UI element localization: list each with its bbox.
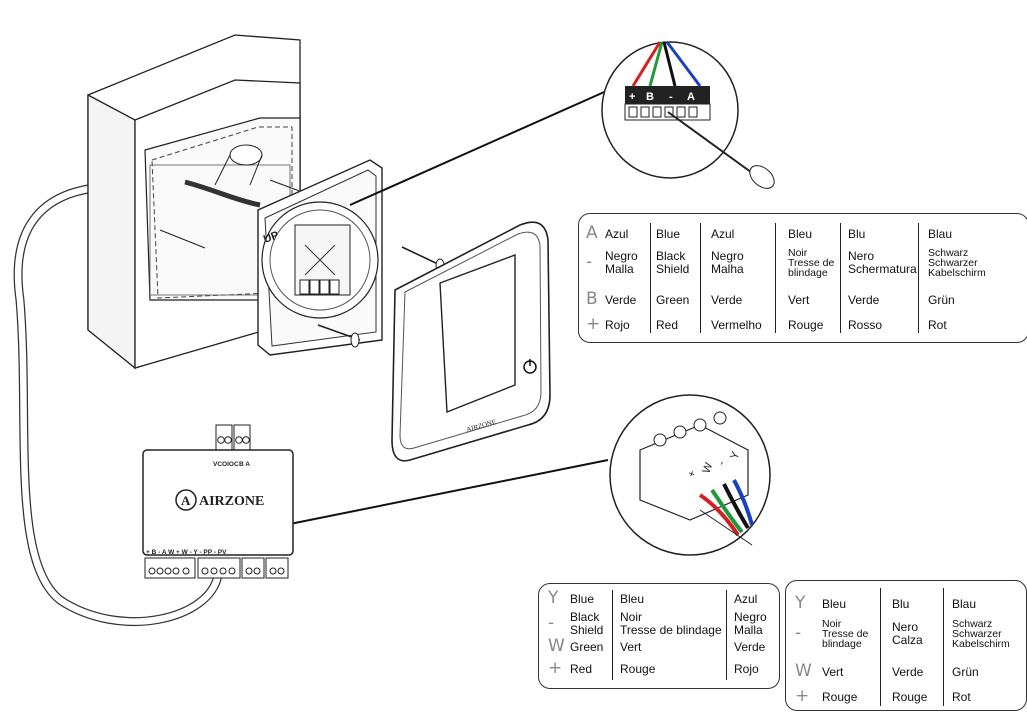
- leader-mid: [259, 459, 609, 531]
- airzone-device: VCOIOC B A A AIRZONE + B - A W + W - Y -…: [142, 424, 294, 579]
- legend-cell: Schwarz Schwarzer Kabelschirm: [928, 247, 986, 279]
- legend-cell: Nero Calza: [892, 620, 923, 647]
- svg-text:A: A: [181, 493, 191, 508]
- legend-cell: Black Shield: [570, 610, 604, 637]
- legend-separator: [918, 223, 919, 333]
- legend-cell: Blue: [570, 591, 595, 606]
- svg-text:W: W: [701, 461, 716, 475]
- legend-cell: Vert: [788, 292, 810, 307]
- zoom-detail-top: + B - A: [601, 41, 775, 189]
- legend-cell: Vermelho: [711, 317, 762, 332]
- legend-cell: Rojo: [734, 661, 759, 676]
- legend-cell: Verde: [848, 292, 880, 307]
- legend-wy-1: [538, 583, 780, 689]
- legend-symbol: Y: [548, 588, 559, 608]
- legend-symbol: W: [548, 636, 565, 656]
- legend-cell: Blue: [656, 226, 681, 241]
- legend-cell: Red: [570, 661, 593, 676]
- legend-cell: Nero Schermatura: [848, 249, 917, 276]
- legend-cell: Red: [656, 317, 679, 332]
- legend-cell: Blu: [848, 226, 866, 241]
- legend-symbol: -: [548, 613, 555, 633]
- legend-separator: [880, 588, 881, 706]
- legend-cell: Bleu: [788, 226, 813, 241]
- svg-text:A: A: [687, 91, 695, 103]
- legend-cell: Azul: [711, 226, 735, 241]
- legend-cell: Rouge: [620, 661, 656, 676]
- legend-separator: [775, 223, 776, 333]
- legend-wy-2: [785, 580, 1027, 711]
- legend-cell: Rosso: [848, 317, 883, 332]
- zoom-detail-mid: + W - Y: [609, 394, 771, 556]
- legend-separator: [700, 223, 701, 333]
- legend-symbol: -: [586, 252, 593, 272]
- svg-text:B: B: [646, 91, 654, 103]
- legend-cell: Bleu: [822, 596, 847, 611]
- legend-cell: Rouge: [892, 689, 928, 704]
- wall-box: [87, 34, 311, 370]
- legend-symbol: +: [795, 686, 810, 706]
- device-brand: AIRZONE: [199, 494, 264, 509]
- legend-cell: Verde: [892, 664, 924, 679]
- legend-cell: Bleu: [620, 591, 645, 606]
- legend-cell: Verde: [711, 292, 743, 307]
- legend-cell: Green: [570, 639, 604, 654]
- svg-text:-: -: [716, 459, 729, 467]
- legend-cell: Rouge: [788, 317, 824, 332]
- device-top-label-left: VCOIOC: [213, 461, 239, 468]
- legend-cell: Rouge: [822, 689, 858, 704]
- device-top-label-right: B A: [239, 461, 250, 468]
- legend-cell: Rot: [928, 317, 947, 332]
- thermostat: AIRZONE: [391, 221, 551, 462]
- legend-cell: Vert: [620, 639, 642, 654]
- legend-separator: [650, 223, 651, 333]
- legend-symbol: Y: [795, 593, 806, 613]
- legend-symbol: A: [586, 223, 598, 243]
- svg-text:+: +: [629, 91, 635, 103]
- legend-separator: [840, 223, 841, 333]
- legend-cell: Azul: [605, 226, 629, 241]
- legend-symbol: +: [548, 658, 563, 678]
- legend-cell: Blu: [892, 596, 910, 611]
- legend-cell: Verde: [734, 639, 766, 654]
- legend-cell: Rot: [952, 689, 971, 704]
- legend-cell: Noir Tresse de blindage: [822, 618, 869, 650]
- legend-cell: Noir Tresse de blindage: [620, 610, 722, 637]
- legend-cell: Vert: [822, 664, 844, 679]
- legend-cell: Rojo: [605, 317, 630, 332]
- legend-cell: Negro Malha: [711, 249, 744, 276]
- legend-symbol: +: [586, 314, 601, 334]
- legend-cell: Blau: [928, 226, 953, 241]
- legend-cell: Grün: [928, 292, 955, 307]
- legend-symbol: -: [795, 623, 802, 643]
- legend-symbol: W: [795, 661, 812, 681]
- legend-separator: [943, 588, 944, 706]
- legend-ab: [578, 213, 1027, 343]
- svg-text:Y: Y: [729, 449, 743, 461]
- legend-cell: Verde: [605, 292, 637, 307]
- legend-cell: Negro Malla: [734, 610, 767, 637]
- svg-text:-: -: [669, 91, 673, 103]
- legend-symbol: B: [586, 289, 598, 309]
- legend-cell: Blau: [952, 596, 977, 611]
- legend-cell: Black Shield: [656, 249, 690, 276]
- up-label: UP: [262, 229, 280, 246]
- svg-text:+: +: [686, 469, 699, 479]
- device-bottom-labels: + B - A W + W - Y - PP - PV: [146, 549, 227, 556]
- legend-separator: [612, 590, 613, 680]
- leader-top: [349, 84, 621, 206]
- legend-separator: [726, 590, 727, 680]
- legend-cell: Noir Tresse de blindage: [788, 247, 835, 279]
- legend-cell: Green: [656, 292, 690, 307]
- back-plate: UP: [257, 159, 383, 356]
- legend-cell: Negro Malla: [605, 249, 638, 276]
- legend-cell: Grün: [952, 664, 979, 679]
- legend-cell: Azul: [734, 591, 758, 606]
- legend-cell: Schwarz Schwarzer Kabelschirm: [952, 618, 1010, 650]
